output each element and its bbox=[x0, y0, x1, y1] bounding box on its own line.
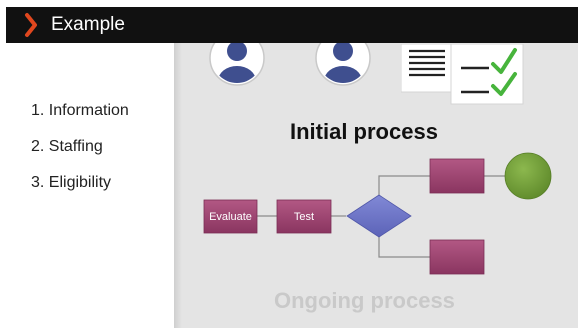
app-title: Example bbox=[51, 14, 125, 35]
sidebar-item-staffing[interactable]: 2. Staffing bbox=[31, 138, 103, 155]
sidebar bbox=[6, 43, 174, 328]
initial-process-heading: Initial process bbox=[290, 119, 438, 144]
flow-connector bbox=[378, 237, 430, 258]
test-step-label: Test bbox=[294, 211, 314, 223]
slide-window: Example 1. Information 2. Staffing 3. El… bbox=[6, 7, 578, 328]
flow-connector bbox=[378, 175, 430, 195]
process-step-box bbox=[429, 239, 485, 275]
process-flowchart: Evaluate Test bbox=[203, 152, 552, 275]
evaluate-step-box bbox=[203, 199, 258, 234]
checklist-document-icon bbox=[401, 44, 524, 105]
sidebar-item-information[interactable]: 1. Information bbox=[31, 102, 129, 119]
sidebar-divider bbox=[174, 43, 182, 328]
ongoing-process-heading: Ongoing process bbox=[274, 288, 455, 313]
chevron-right-icon[interactable] bbox=[20, 11, 42, 39]
decision-diamond bbox=[346, 194, 412, 238]
sidebar-menu: 1. Information 2. Staffing 3. Eligibilit… bbox=[31, 101, 129, 209]
end-circle bbox=[504, 152, 552, 200]
title-bar: Example bbox=[6, 7, 578, 43]
sidebar-item-eligibility[interactable]: 3. Eligibility bbox=[31, 174, 112, 191]
process-step-box bbox=[429, 158, 485, 194]
user-avatar-icon bbox=[315, 30, 371, 86]
evaluate-step-label: Evaluate bbox=[209, 211, 252, 223]
test-step-box bbox=[276, 199, 332, 234]
